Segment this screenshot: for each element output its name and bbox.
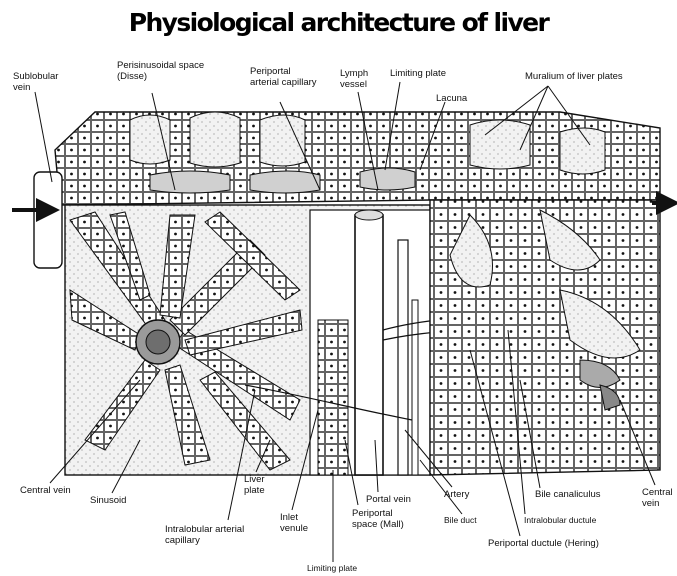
label-sinusoid: Sinusoid bbox=[90, 495, 126, 506]
artery-shape bbox=[398, 240, 408, 475]
label-lacuna: Lacuna bbox=[436, 93, 467, 104]
bile-duct-shape bbox=[412, 300, 418, 475]
label-inlet-venule: Inlet venule bbox=[280, 512, 320, 534]
label-lymph-vessel: Lymph vessel bbox=[340, 68, 380, 90]
label-bile-duct: Bile duct bbox=[444, 515, 477, 525]
label-portal-vein: Portal vein bbox=[366, 494, 411, 505]
label-periportal-arterial-capillary: Periportal arterial capillary bbox=[250, 66, 320, 88]
label-periportal-ductule: Periportal ductule (Hering) bbox=[488, 538, 599, 549]
label-sublobular-vein: Sublobular vein bbox=[13, 71, 69, 93]
label-bile-canaliculus: Bile canaliculus bbox=[535, 489, 600, 500]
label-muralium: Muralium of liver plates bbox=[525, 71, 623, 82]
label-intralobular-ductule: Intralobular ductule bbox=[524, 515, 596, 525]
label-perisinusoidal-space: Perisinusoidal space (Disse) bbox=[117, 60, 207, 82]
label-central-vein: Central vein bbox=[20, 485, 71, 496]
label-central-vein-right: Central vein bbox=[642, 487, 676, 509]
right-block-face bbox=[430, 200, 660, 475]
label-artery: Artery bbox=[444, 489, 469, 500]
label-periportal-space: Periportal space (Mall) bbox=[352, 508, 404, 530]
label-limiting-plate-bottom: Limiting plate bbox=[307, 563, 357, 573]
portal-vein-shape bbox=[355, 215, 383, 475]
limiting-plate-shape bbox=[318, 320, 348, 475]
label-intralobular-arterial-capillary: Intralobular arterial capillary bbox=[165, 524, 260, 546]
label-limiting-plate-top: Limiting plate bbox=[390, 68, 446, 79]
label-liver-plate: Liver plate bbox=[244, 474, 278, 496]
block-top-surface bbox=[55, 112, 660, 205]
